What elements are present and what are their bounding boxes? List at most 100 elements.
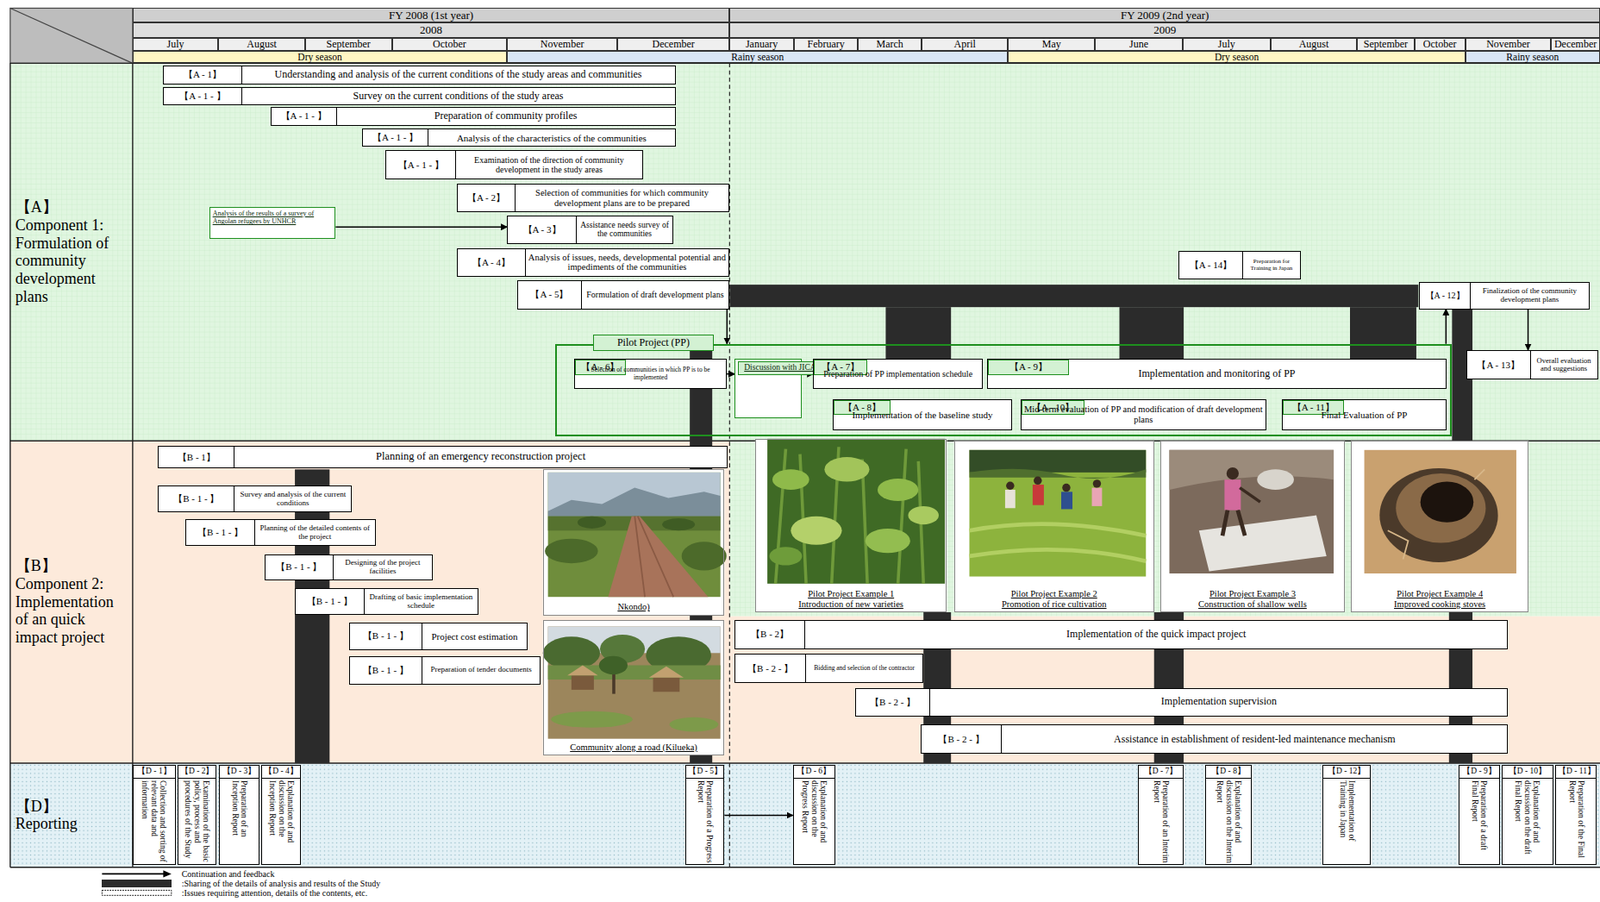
task-text: Implementation and monitoring of PP: [987, 359, 1447, 388]
photo-frame: [1350, 440, 1529, 613]
pilot-project-region: Pilot Project (PP)【A - 6】Selection of co…: [555, 343, 1452, 438]
task-text: Drafting of basic implementation schedul…: [364, 588, 479, 615]
header-cell: November: [1465, 37, 1551, 51]
section-ground: [10, 762, 1600, 868]
village-photo: [668, 717, 719, 732]
task-text: Overall evaluation and suggestions: [1531, 350, 1598, 379]
stove-photo: [1379, 468, 1498, 563]
task-id: 【A - 1 - 】: [362, 129, 429, 146]
task-text: Planning of the detailed contents of the…: [255, 519, 375, 545]
section-label: 【B】Component 2: Implementation of an qui…: [10, 440, 133, 763]
legend-sample: [101, 889, 171, 895]
report-text: Explanation of and discussion on the Int…: [1214, 780, 1242, 863]
task-bar: 【B - 2 - 】Bidding and selection of the c…: [734, 653, 924, 682]
task-id: 【A - 2】: [457, 184, 515, 212]
header-cell: Rainy season: [1465, 50, 1600, 63]
report-box: 【D - 4】Explanation of and discussion on …: [261, 764, 301, 865]
village-photo: [653, 677, 681, 693]
task-bar: 【A - 1 - 】Survey on the current conditio…: [162, 87, 675, 106]
task-bar: 【A - 2】Selection of communities for whic…: [456, 183, 730, 213]
crop-photo: [824, 456, 869, 482]
header-corner: [10, 7, 133, 63]
header-cell: Rainy season: [506, 50, 1008, 63]
task-text: Implementation of the quick impact proje…: [805, 620, 1508, 648]
report-text: Preparation of an Inception Report: [230, 780, 249, 863]
stove-photo: [1387, 468, 1485, 559]
task-text: Selection of communities in which PP is …: [575, 359, 725, 388]
legend-sample: [101, 873, 164, 875]
report-id: 【D - 6】: [793, 765, 835, 778]
section-code: 【B】: [15, 556, 128, 575]
grid-line: [9, 62, 11, 867]
task-bar: 【A - 9】Implementation and monitoring of …: [987, 358, 1448, 388]
task-bar: 【B - 1 - 】Survey and analysis of the cur…: [157, 485, 352, 513]
task-id: 【B - 1 - 】: [158, 486, 235, 512]
task-id: 【A - 5】: [518, 281, 582, 308]
flow-arrow: [726, 373, 735, 375]
task-text: Finalization of the community developmen…: [1470, 282, 1590, 309]
well-photo: [1222, 510, 1245, 537]
crop-photo: [772, 468, 810, 490]
report-box: 【D - 6】Explanation of and discussion on …: [793, 764, 836, 865]
task-text: Understanding and analysis of the curren…: [242, 66, 675, 84]
photo-frame: [543, 468, 725, 615]
task-text: Formulation of draft development plans: [581, 281, 730, 308]
header-cell: September: [1356, 37, 1414, 51]
report-text-frame: Examination of the basic policy, process…: [181, 778, 213, 865]
crop-photo: [768, 546, 802, 565]
header-cell: June: [1094, 37, 1183, 51]
task-text: Survey and analysis of the current condi…: [234, 486, 351, 512]
legend-text: :Issues requiring attention, details of …: [181, 887, 369, 898]
task-bar: 【A - 13】Overall evaluation and suggestio…: [1466, 350, 1599, 380]
section-code: 【D】: [15, 797, 128, 816]
report-text-frame: Explanation of and discussion on the Pro…: [799, 778, 830, 865]
report-text-frame: Collection and sorting of relevant data …: [138, 778, 169, 865]
task-id: 【B - 2 - 】: [856, 688, 932, 716]
well-photo: [1239, 487, 1261, 503]
photo-panel: Community along a road (Kilueka): [543, 619, 725, 755]
task-id: 【B - 1 - 】: [350, 656, 423, 684]
header-cell: Dry season: [132, 50, 507, 63]
task-text: Final Evaluation of PP: [1282, 400, 1447, 431]
flow-arrow: [724, 814, 793, 817]
task-id: 【A - 1 - 】: [386, 150, 457, 179]
report-text: Examination of the basic policy, process…: [183, 780, 211, 863]
task-bar: 【B - 1 - 】Designing of the project facil…: [264, 554, 433, 582]
road-photo: [544, 472, 727, 597]
photo-caption: Nkondo): [617, 601, 650, 613]
rice-photo: [968, 450, 1146, 577]
task-text: Preparation of tender documents: [422, 656, 540, 684]
road-photo: [634, 516, 674, 597]
photo-panel: Pilot Project Example 4Improved cooking …: [1350, 440, 1529, 613]
photo-caption: Construction of shallow wells: [1198, 599, 1307, 610]
report-id: 【D - 11】: [1556, 765, 1596, 778]
well-photo: [1226, 467, 1239, 480]
section-ground: [10, 62, 1600, 441]
road-photo: [544, 538, 599, 563]
village-photo: [649, 666, 684, 678]
report-text-frame: Explanation of and discussion on the Inc…: [266, 778, 297, 865]
task-id: 【B - 2 - 】: [735, 654, 807, 682]
photo-caption: Pilot Project Example 4: [1396, 588, 1483, 600]
note-box: Analysis of the results of a survey of A…: [209, 206, 337, 239]
section-label: 【A】Component 1: Formulation of community…: [10, 62, 133, 441]
task-bar: 【B - 1】Planning of an emergency reconstr…: [157, 445, 727, 469]
photo-frame: [543, 619, 725, 755]
grid-line: [10, 62, 1600, 867]
photo-frame: [1160, 440, 1345, 613]
flow-arrow: [1445, 309, 1448, 344]
task-text: Implementation supervision: [930, 688, 1507, 716]
header-cell: February: [793, 37, 859, 51]
task-text: Mid-term evaluation of PP and modificati…: [1021, 400, 1266, 431]
photo-frame: [543, 438, 1529, 756]
header-cell: FY 2009 (2nd year): [729, 7, 1600, 23]
rice-photo: [968, 524, 1146, 562]
photo-caption: Pilot Project Example 3: [1209, 588, 1296, 600]
crop-photo: [907, 506, 939, 525]
report-text: Preparation of an Interim Report: [1151, 780, 1170, 863]
task-bar: 【B - 2 - 】Assistance in establishment of…: [920, 724, 1509, 754]
header-cell: January: [729, 37, 794, 51]
task-id: 【A - 13】: [1467, 350, 1532, 379]
road-photo: [681, 541, 727, 570]
